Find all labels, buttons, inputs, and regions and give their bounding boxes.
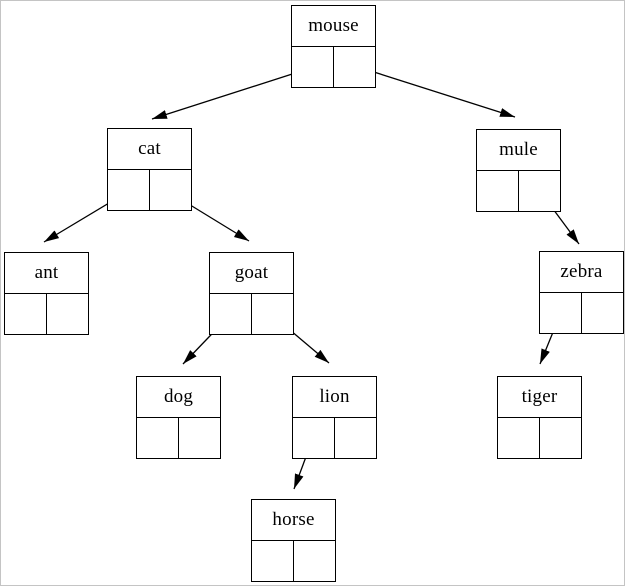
right-pointer-cell xyxy=(540,418,581,458)
pointer-cells xyxy=(108,170,191,210)
right-pointer-cell xyxy=(334,47,375,87)
right-pointer-cell xyxy=(335,418,376,458)
pointer-cells xyxy=(498,418,581,458)
right-pointer-cell xyxy=(150,170,191,210)
edge-mouse-mule xyxy=(354,65,516,118)
node-mouse: mouse xyxy=(291,5,376,88)
right-pointer-cell xyxy=(519,171,560,211)
node-label: goat xyxy=(210,253,293,295)
node-label: ant xyxy=(5,253,88,295)
node-label: horse xyxy=(252,500,335,542)
node-mule: mule xyxy=(476,129,561,212)
pointer-cells xyxy=(477,171,560,211)
right-pointer-cell xyxy=(179,418,220,458)
left-pointer-cell xyxy=(540,293,582,333)
right-pointer-cell xyxy=(582,293,623,333)
pointer-cells xyxy=(292,47,375,87)
left-pointer-cell xyxy=(293,418,335,458)
pointer-cells xyxy=(5,294,88,334)
pointer-cells xyxy=(210,294,293,334)
node-label: mule xyxy=(477,130,560,172)
node-label: zebra xyxy=(540,252,623,294)
left-pointer-cell xyxy=(477,171,519,211)
pointer-cells xyxy=(293,418,376,458)
pointer-cells xyxy=(540,293,623,333)
node-horse: horse xyxy=(251,499,336,582)
node-cat: cat xyxy=(107,128,192,211)
left-pointer-cell xyxy=(108,170,150,210)
node-ant: ant xyxy=(4,252,89,335)
left-pointer-cell xyxy=(137,418,179,458)
node-label: cat xyxy=(108,129,191,171)
node-label: mouse xyxy=(292,6,375,48)
left-pointer-cell xyxy=(498,418,540,458)
node-lion: lion xyxy=(292,376,377,459)
right-pointer-cell xyxy=(252,294,293,334)
edge-mouse-cat xyxy=(151,66,315,120)
node-label: lion xyxy=(293,377,376,419)
node-label: dog xyxy=(137,377,220,419)
pointer-cells xyxy=(252,541,335,581)
left-pointer-cell xyxy=(210,294,252,334)
left-pointer-cell xyxy=(292,47,334,87)
left-pointer-cell xyxy=(5,294,47,334)
node-tiger: tiger xyxy=(497,376,582,459)
node-goat: goat xyxy=(209,252,294,335)
pointer-cells xyxy=(137,418,220,458)
right-pointer-cell xyxy=(47,294,88,334)
node-label: tiger xyxy=(498,377,581,419)
left-pointer-cell xyxy=(252,541,294,581)
node-zebra: zebra xyxy=(539,251,624,334)
right-pointer-cell xyxy=(294,541,335,581)
node-dog: dog xyxy=(136,376,221,459)
